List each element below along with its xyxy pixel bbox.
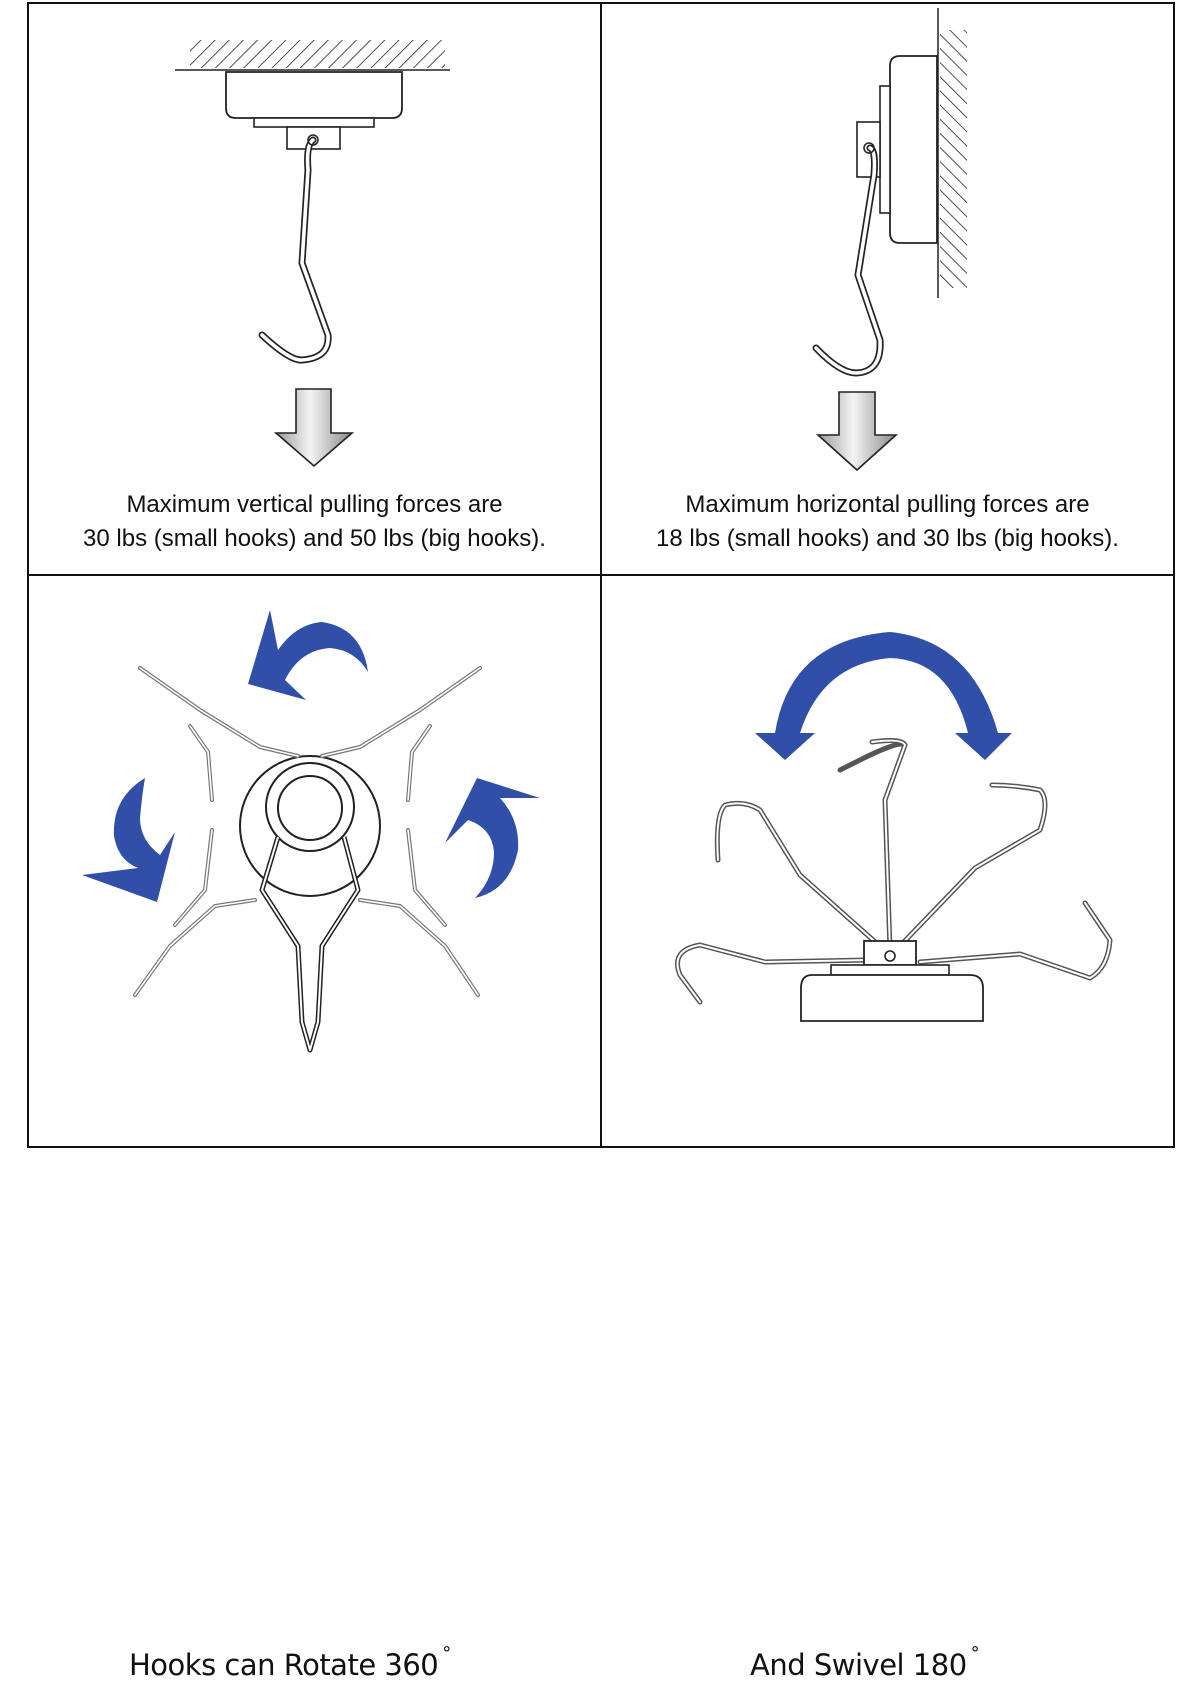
swivel-hook-illustration xyxy=(675,632,1113,1022)
horizontal-caption-line1: Maximum horizontal pulling forces are xyxy=(685,491,1090,518)
degree-symbol: ° xyxy=(970,1643,980,1664)
panel-horizontal-pull: Maximum horizontal pulling forces are 18… xyxy=(602,4,1173,574)
panel-swivel: And Swivel 180° xyxy=(602,576,1173,1682)
horizontal-caption: Maximum horizontal pulling forces are 18… xyxy=(602,488,1173,556)
horizontal-caption-line2: 18 lbs (small hooks) and 30 lbs (big hoo… xyxy=(656,525,1119,552)
panel-rotate: Hooks can Rotate 360° xyxy=(29,576,600,1682)
vertical-caption-line1: Maximum vertical pulling forces are xyxy=(126,491,503,518)
down-arrow-icon xyxy=(815,391,899,472)
ceiling-hatch-icon xyxy=(190,40,445,68)
rotate-caption: Hooks can Rotate 360° xyxy=(129,1643,509,1682)
swivel-caption: And Swivel 180° xyxy=(750,1643,1050,1682)
rotate-arrow-icon xyxy=(82,610,540,902)
swivel-caption-text: And Swivel 180 xyxy=(750,1648,967,1682)
vertical-caption: Maximum vertical pulling forces are 30 l… xyxy=(29,488,600,556)
degree-symbol: ° xyxy=(442,1643,451,1664)
ceiling-hook-illustration xyxy=(175,40,450,468)
swivel-arc-arrow-icon xyxy=(755,632,1012,760)
down-arrow-icon xyxy=(273,388,355,468)
rotate-caption-text: Hooks can Rotate 360 xyxy=(129,1648,439,1682)
grid-divider-horizontal xyxy=(27,574,1175,576)
wall-hatch-icon xyxy=(940,30,967,288)
panel-vertical-pull: Maximum vertical pulling forces are 30 l… xyxy=(29,4,600,574)
wall-hook-illustration xyxy=(812,8,967,472)
vertical-caption-line2: 30 lbs (small hooks) and 50 lbs (big hoo… xyxy=(83,525,546,552)
rotate-hook-illustration xyxy=(82,610,540,1053)
